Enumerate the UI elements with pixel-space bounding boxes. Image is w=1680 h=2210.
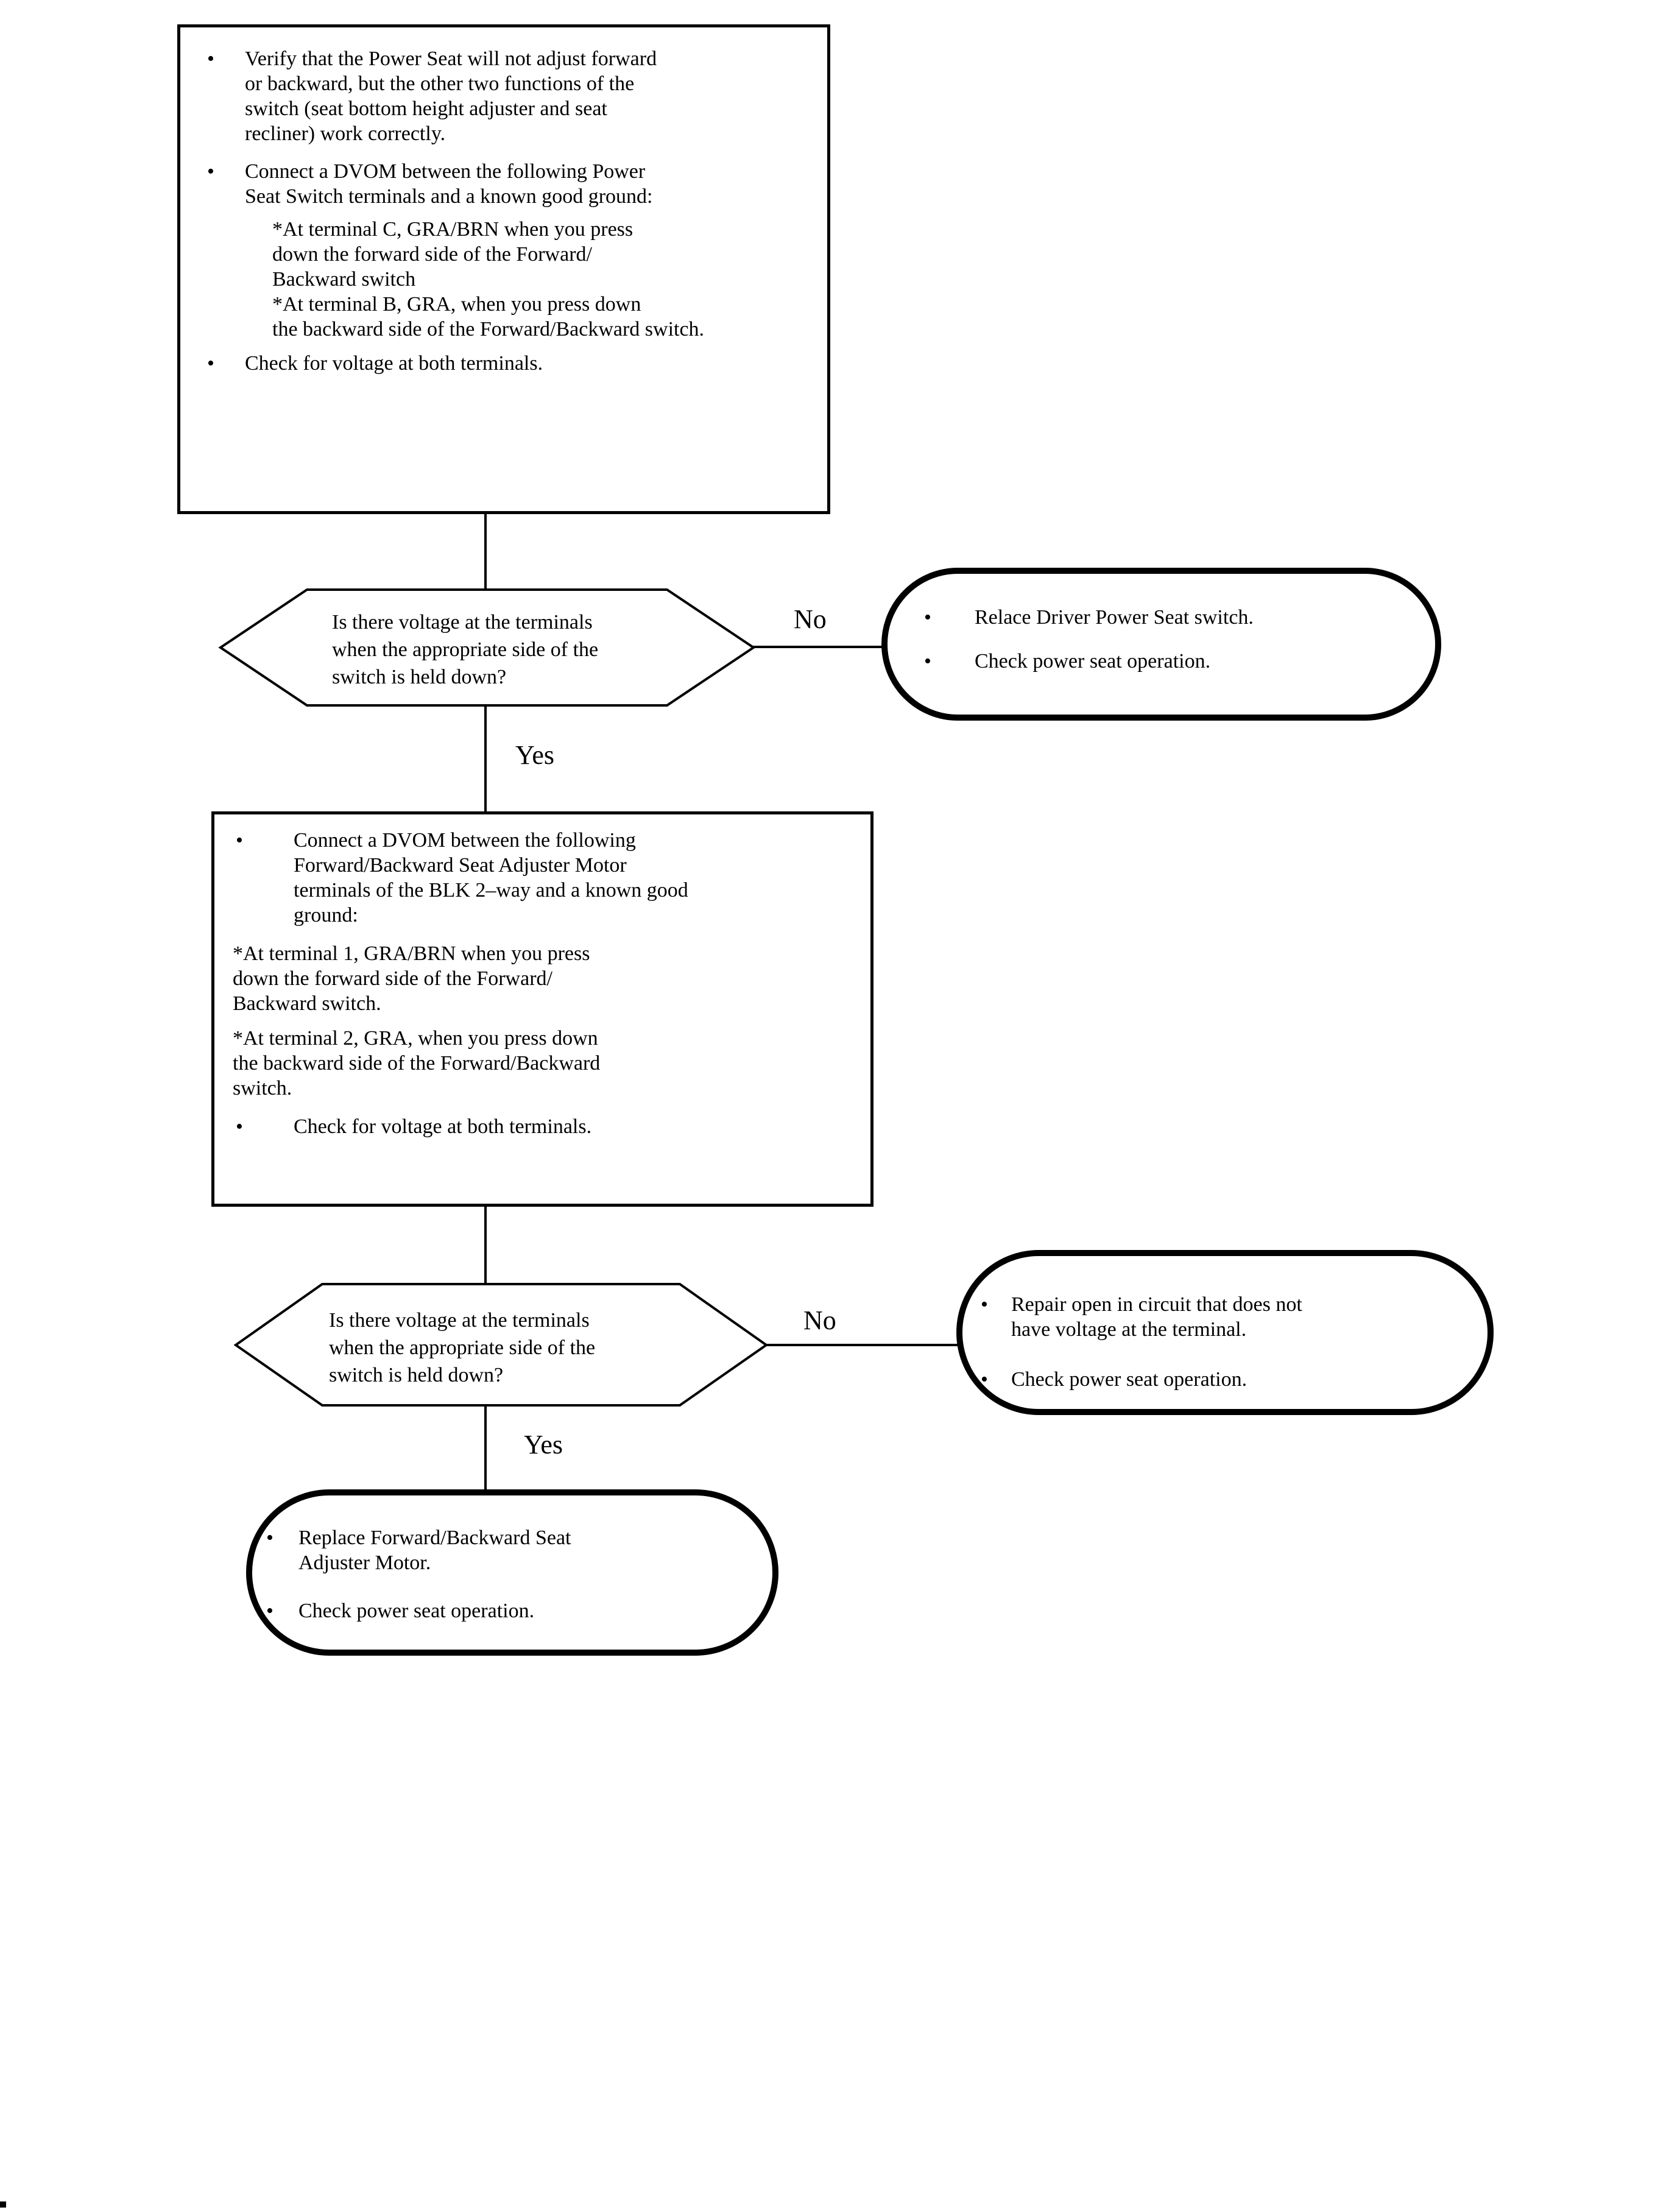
step2-connect-dvom-text: Connect a DVOM between the following For… (294, 829, 688, 927)
terminal-oval-replace-switch (881, 568, 1441, 721)
outcome-no1-line1: Relace Driver Power Seat switch. (975, 606, 1254, 629)
step2-terminal2-substep-text: *At terminal 2, GRA, when you press down… (233, 1027, 601, 1100)
step1-terminal-substeps-text: *At terminal C, GRA/BRN when you press d… (272, 218, 705, 341)
outcome-yes-line1: Replace Forward/Backward Seat Adjuster M… (298, 1527, 571, 1574)
terminal-oval-replace-motor (246, 1489, 778, 1656)
bullet-icon: • (207, 160, 214, 183)
step1-verify-text: Verify that the Power Seat will not adju… (245, 48, 657, 145)
bullet-icon: • (207, 352, 214, 375)
bullet-icon: • (924, 650, 931, 673)
step2-check-voltage-text: Check for voltage at both terminals. (294, 1115, 592, 1138)
yes-label-2: Yes (524, 1430, 563, 1460)
bullet-icon: • (981, 1293, 988, 1316)
scan-artifact-mark (0, 2201, 6, 2208)
step1-connect-dvom-text: Connect a DVOM between the following Pow… (245, 160, 653, 208)
decision-2-question: Is there voltage at the terminals when t… (329, 1309, 596, 1386)
bullet-icon: • (207, 48, 214, 70)
terminal-oval-repair-open (956, 1250, 1494, 1415)
process-box-2 (211, 811, 874, 1207)
decision-1-question: Is there voltage at the terminals when t… (332, 611, 599, 688)
bullet-icon: • (266, 1527, 274, 1549)
outcome-no1-line2: Check power seat operation. (975, 650, 1211, 673)
step2-terminal1-substep-text: *At terminal 1, GRA/BRN when you press d… (233, 942, 590, 1015)
yes-label-1: Yes (515, 740, 555, 770)
decision-1-hexagon (218, 588, 756, 707)
bullet-icon: • (924, 606, 931, 629)
bullet-icon: • (236, 829, 243, 852)
process-box-1 (177, 24, 830, 514)
no-label-2: No (803, 1305, 836, 1335)
outcome-no2-line2: Check power seat operation. (1011, 1368, 1248, 1391)
step1-check-voltage-text: Check for voltage at both terminals. (245, 352, 543, 375)
no-label-1: No (794, 604, 827, 634)
decision-2-hexagon (233, 1283, 769, 1407)
bullet-icon: • (236, 1115, 243, 1138)
bullet-icon: • (266, 1600, 274, 1622)
outcome-yes-line2: Check power seat operation. (298, 1600, 535, 1622)
bullet-icon: • (981, 1368, 988, 1391)
outcome-no2-line1: Repair open in circuit that does not hav… (1011, 1293, 1302, 1341)
